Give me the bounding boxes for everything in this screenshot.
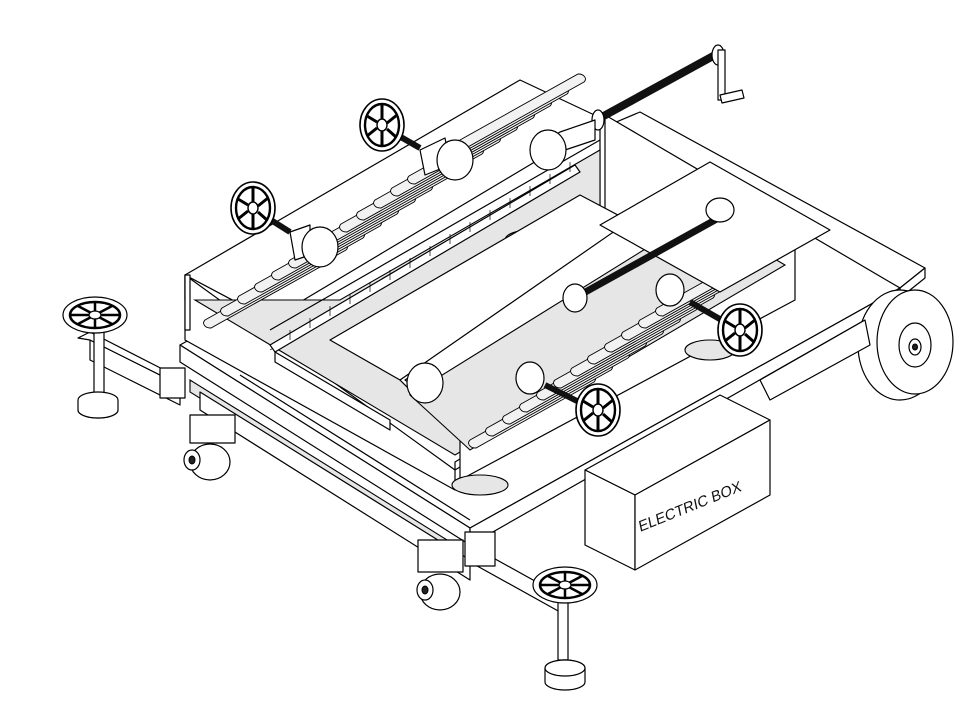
guide-pins: [289, 162, 571, 340]
front-leveling-handwheel[interactable]: [532, 566, 598, 604]
electric-box: ELECTRIC BOX: [584, 394, 771, 571]
crank-handle[interactable]: [711, 44, 745, 104]
handwheel-rear-top[interactable]: [358, 97, 406, 153]
left-caster: [183, 414, 236, 481]
handwheel-front[interactable]: [574, 382, 622, 438]
left-outrigger: [62, 296, 186, 419]
handwheel-right-conveyor[interactable]: [716, 302, 764, 358]
guide-rail: [269, 164, 651, 431]
right-lead-screw: [562, 197, 735, 313]
left-leveling-handwheel[interactable]: [62, 296, 128, 334]
front-outrigger: [464, 531, 598, 691]
handwheel-rear-left[interactable]: [229, 180, 277, 236]
front-caster: [416, 539, 464, 611]
rear-wheel: [759, 289, 954, 401]
pneumatic-clamps: [289, 119, 685, 404]
